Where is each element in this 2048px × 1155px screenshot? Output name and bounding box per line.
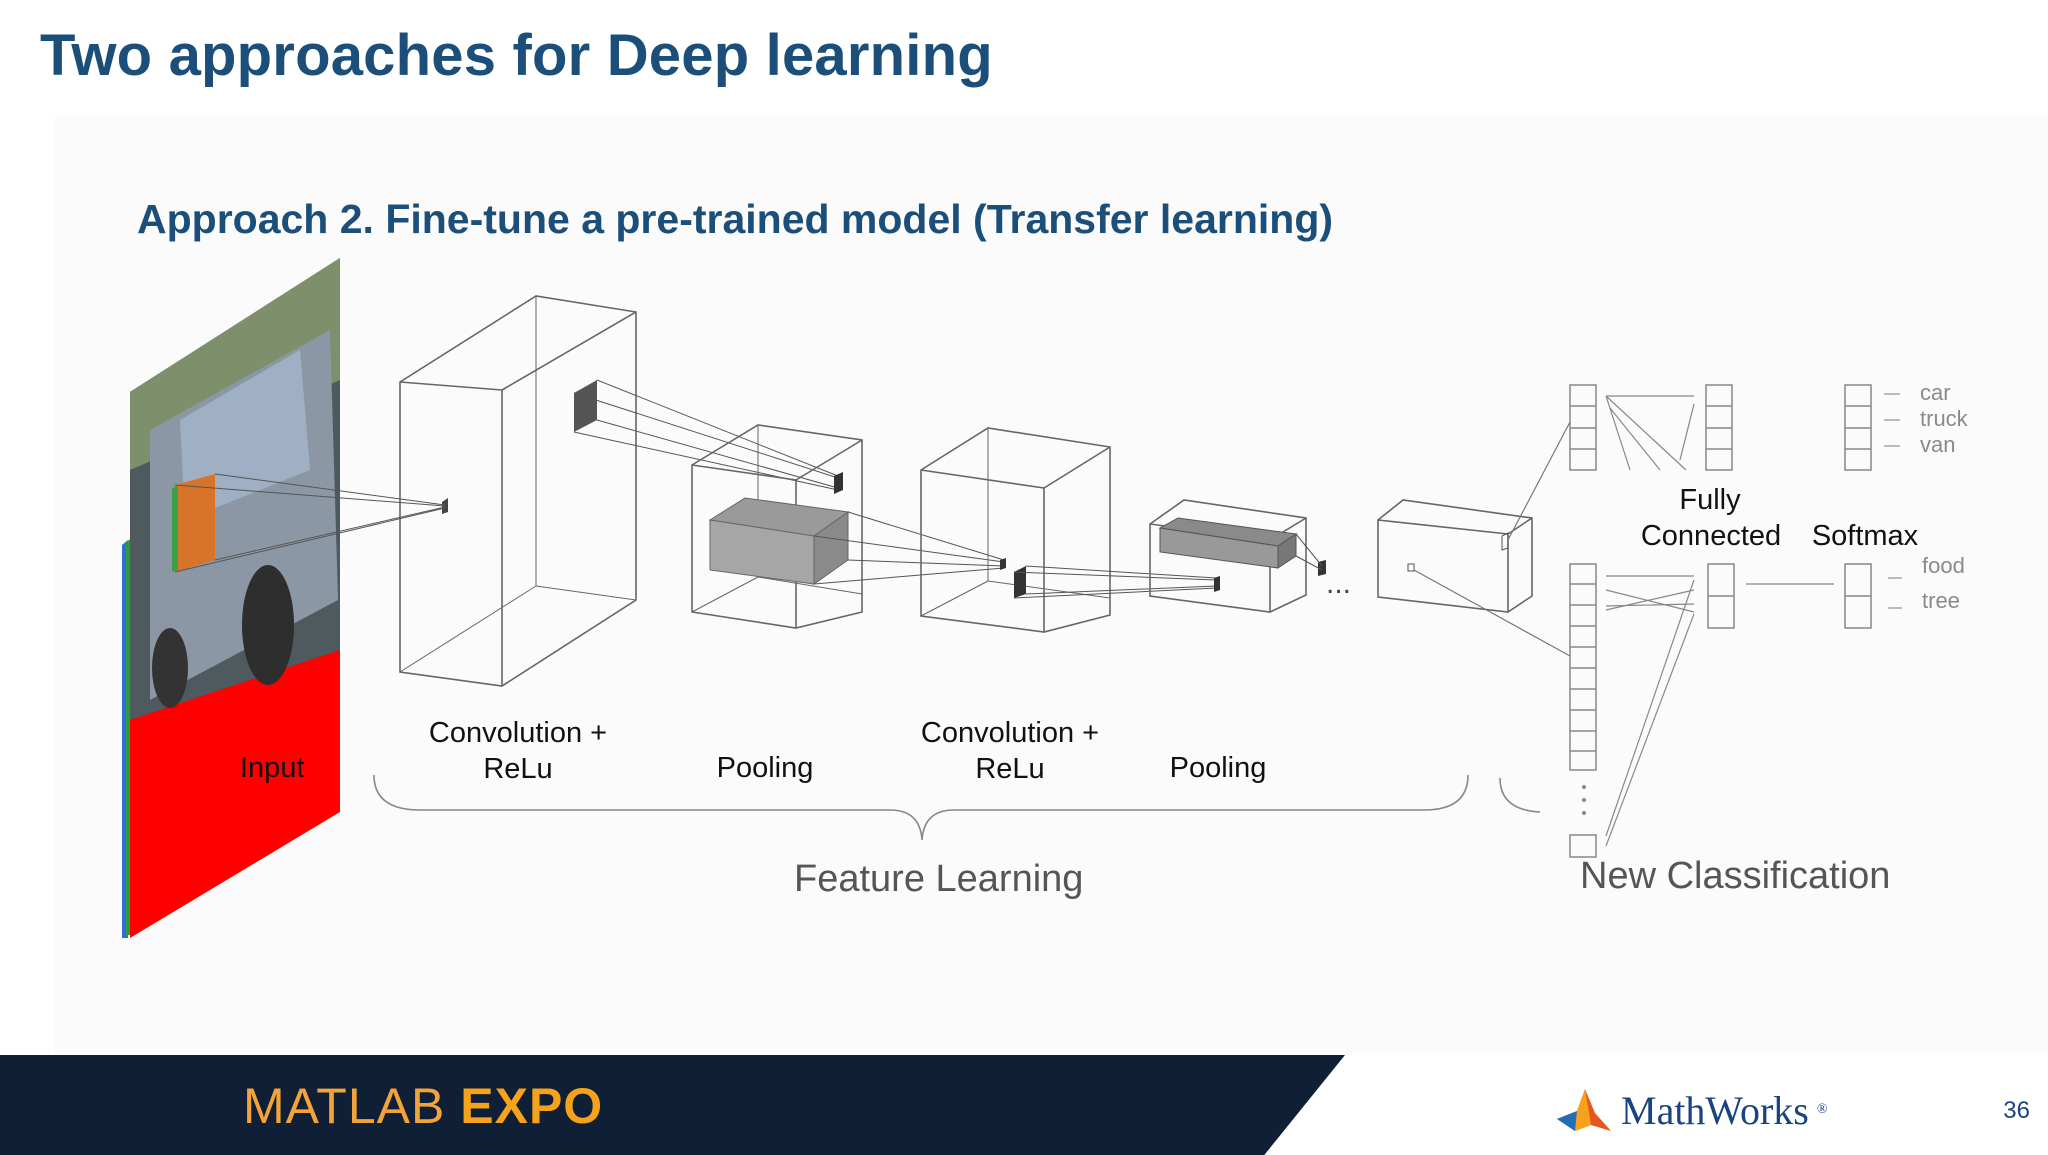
softmax-label: Softmax bbox=[1811, 520, 1919, 552]
conv-relu-2-line2: ReLu bbox=[975, 753, 1045, 785]
feature-point-2 bbox=[1000, 558, 1006, 570]
class-label-truck: truck bbox=[1920, 406, 1968, 431]
final-feature-point-2 bbox=[1501, 532, 1509, 551]
pool-point-1 bbox=[834, 472, 843, 494]
pool-patch-2 bbox=[1158, 517, 1298, 569]
new-fc-connections bbox=[1605, 575, 1834, 847]
class-label-car: car bbox=[1920, 380, 1951, 405]
old-softmax-column bbox=[1844, 384, 1872, 471]
registered-mark: ® bbox=[1816, 1102, 1828, 1117]
new-class-ticks bbox=[1888, 577, 1902, 609]
vertical-ellipsis bbox=[1582, 785, 1586, 815]
fully-connected-label-1: Fully bbox=[1679, 484, 1741, 516]
new-classification-brace bbox=[1499, 777, 1541, 813]
pooling-1-label: Pooling bbox=[716, 752, 814, 784]
conv-relu-1-label: Convolution + ReLu bbox=[418, 715, 618, 787]
input-image bbox=[122, 258, 340, 938]
pooling-2-label: Pooling bbox=[1169, 752, 1267, 784]
conv-relu-1-line1: Convolution + bbox=[428, 717, 608, 749]
expo-logo-text: EXPO bbox=[460, 1078, 604, 1134]
class-label-food: food bbox=[1922, 553, 1965, 578]
old-fc-column bbox=[1569, 384, 1597, 471]
class-label-van: van bbox=[1920, 432, 1956, 457]
matlab-expo-logo: MATLAB EXPO bbox=[243, 1077, 603, 1135]
footer-bar: MATLAB EXPO MathWorks ® 36 bbox=[0, 1055, 2048, 1155]
conv1-projection-lines bbox=[573, 379, 839, 491]
new-softmax-column bbox=[1844, 563, 1872, 629]
old-fc-connections bbox=[1605, 395, 1695, 471]
pool1-projection-lines bbox=[813, 511, 1005, 585]
pool-patch-1 bbox=[708, 497, 850, 585]
final-feature-point bbox=[1407, 563, 1415, 572]
pool-point-2 bbox=[1214, 576, 1220, 592]
conv-block-2 bbox=[920, 427, 1111, 633]
conv-relu-2-line1: Convolution + bbox=[920, 717, 1100, 749]
matlab-logo-text: MATLAB bbox=[243, 1078, 446, 1134]
feature-to-classifier-lines bbox=[1413, 421, 1571, 657]
kernel-patch-2 bbox=[1014, 566, 1026, 598]
feature-learning-brace bbox=[373, 774, 1469, 841]
slide-title: Two approaches for Deep learning bbox=[40, 23, 993, 88]
conv-relu-2-label: Convolution + ReLu bbox=[910, 715, 1110, 787]
old-class-ticks bbox=[1884, 393, 1900, 447]
new-fc-column bbox=[1707, 563, 1735, 629]
slide-background bbox=[55, 115, 2048, 1055]
final-feature-block bbox=[1377, 499, 1533, 613]
page-number: 36 bbox=[2003, 1097, 2030, 1124]
cnn-diagram: ... bbox=[122, 258, 1902, 938]
footer-dark-band bbox=[0, 1055, 1345, 1155]
kernel-patch-1 bbox=[574, 380, 597, 432]
class-label-tree: tree bbox=[1922, 588, 1960, 613]
mathworks-logo: MathWorks ® bbox=[1555, 1085, 1828, 1135]
slide-subtitle: Approach 2. Fine-tune a pre-trained mode… bbox=[137, 196, 1334, 242]
conv-relu-1-line2: ReLu bbox=[483, 753, 553, 785]
old-fc-column-2 bbox=[1705, 384, 1733, 471]
input-label: Input bbox=[240, 752, 305, 784]
membrane-icon bbox=[1557, 1089, 1611, 1131]
input-projection-lines bbox=[174, 473, 446, 573]
feature-learning-label: Feature Learning bbox=[794, 858, 1084, 900]
new-classification-label: New Classification bbox=[1580, 855, 1891, 897]
conv2-projection-lines bbox=[1013, 565, 1217, 599]
new-fc-input-column bbox=[1569, 563, 1597, 858]
fully-connected-label-2: Connected bbox=[1640, 520, 1782, 552]
mathworks-logo-text: MathWorks bbox=[1621, 1087, 1809, 1133]
pool2-projection-lines bbox=[1295, 533, 1323, 571]
ellipsis-text: ... bbox=[1326, 567, 1351, 600]
conv-block-1 bbox=[399, 295, 637, 687]
